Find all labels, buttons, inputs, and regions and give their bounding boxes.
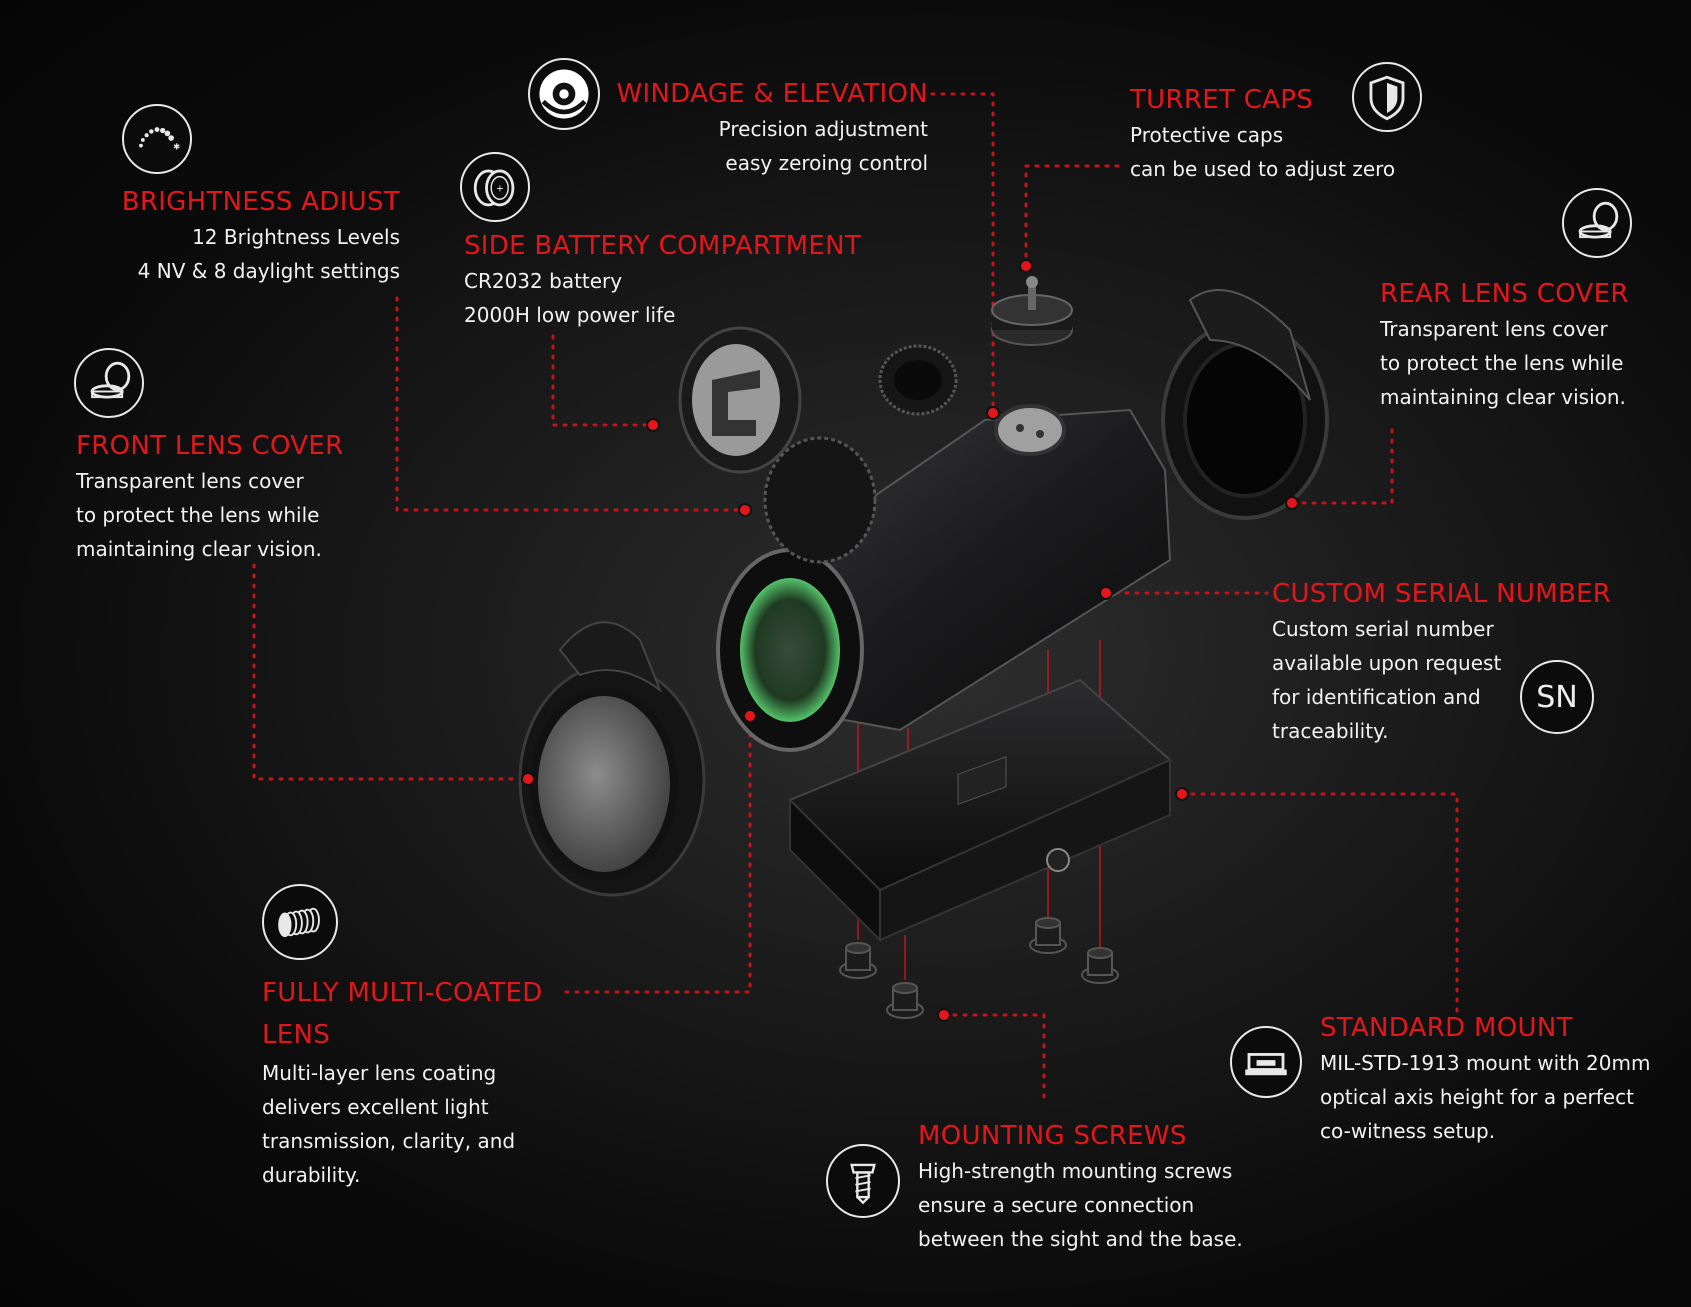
screws-title: MOUNTING SCREWS	[918, 1121, 1187, 1151]
windage-line-2: easy zeroing control	[725, 151, 928, 175]
rear-cover-line-1: Transparent lens cover	[1380, 317, 1608, 341]
feature-battery-compartment: SIDE BATTERY COMPARTMENT CR2032 battery …	[464, 228, 904, 332]
screws-line-2: ensure a secure connection	[918, 1193, 1195, 1217]
front-cover-title: FRONT LENS COVER	[76, 431, 344, 461]
lens-line-4: durability.	[262, 1163, 361, 1187]
turret-caps-line-2: can be used to adjust zero	[1130, 157, 1396, 181]
lens-line-1: Multi-layer lens coating	[262, 1061, 497, 1085]
battery-line-1: CR2032 battery	[464, 269, 623, 293]
flip-cover-icon-front	[74, 348, 144, 418]
battery-title: SIDE BATTERY COMPARTMENT	[464, 231, 862, 261]
feature-mounting-screws: MOUNTING SCREWS High-strength mounting s…	[918, 1118, 1278, 1256]
serial-number-icon-label: SN	[1536, 679, 1578, 715]
front-cover-line-2: to protect the lens while	[76, 503, 320, 527]
lens-line-2: delivers excellent light	[262, 1095, 489, 1119]
serial-line-3: for identification and	[1272, 685, 1481, 709]
mount-base-part	[788, 678, 1172, 943]
serial-line-1: Custom serial number	[1272, 617, 1494, 641]
mount-title: STANDARD MOUNT	[1320, 1013, 1573, 1043]
mount-line-2: optical axis height for a perfect	[1320, 1085, 1634, 1109]
windage-title: WINDAGE & ELEVATION	[616, 79, 928, 109]
callout-dots	[521, 259, 1299, 1022]
small-knurled-cap-part	[878, 344, 958, 416]
rear-cover-line-2: to protect the lens while	[1380, 351, 1624, 375]
feature-brightness: BRIGHTNESS ADIUST 12 Brightness Levels 4…	[80, 184, 400, 288]
serial-line-2: available upon request	[1272, 651, 1502, 675]
mount-line-1: MIL-STD-1913 mount with 20mm	[1320, 1051, 1651, 1075]
front-cover-line-3: maintaining clear vision.	[76, 537, 322, 561]
feature-front-lens-cover: FRONT LENS COVER Transparent lens cover …	[76, 428, 376, 566]
feature-windage-elevation: WINDAGE & ELEVATION Precision adjustment…	[600, 76, 929, 180]
lens-title-line-1: FULLY MULTI-COATED	[262, 978, 543, 1008]
screws-line-1: High-strength mounting screws	[918, 1159, 1233, 1183]
shield-icon	[1352, 62, 1422, 132]
feature-rear-lens-cover: REAR LENS COVER Transparent lens cover t…	[1380, 276, 1680, 414]
rear-lens-cover-part	[1161, 289, 1329, 520]
rail-mount-icon	[1230, 1026, 1302, 1098]
feature-custom-serial-number: CUSTOM SERIAL NUMBER Custom serial numbe…	[1272, 576, 1622, 748]
turret-caps-title: TURRET CAPS	[1130, 85, 1314, 115]
svg-text:✱: ✱	[173, 141, 180, 151]
mount-line-3: co-witness setup.	[1320, 1119, 1496, 1143]
lens-layers-icon	[262, 884, 338, 960]
lens-title-line-2: LENS	[262, 1020, 331, 1050]
serial-number-icon: SN	[1520, 660, 1594, 734]
screws-line-3: between the sight and the base.	[918, 1227, 1243, 1251]
battery-line-2: 2000H low power life	[464, 303, 676, 327]
serial-line-4: traceability.	[1272, 719, 1389, 743]
front-cover-line-1: Transparent lens cover	[76, 469, 304, 493]
brightness-line-2: 4 NV & 8 daylight settings	[137, 259, 400, 283]
turret-caps-line-1: Protective caps	[1130, 123, 1284, 147]
sight-body-part	[716, 404, 1172, 752]
flip-cover-icon-rear	[1562, 188, 1632, 258]
rear-cover-title: REAR LENS COVER	[1380, 279, 1629, 309]
feature-turret-caps: TURRET CAPS Protective caps can be used …	[1130, 82, 1430, 186]
feature-multi-coated-lens: FULLY MULTI-COATED LENS Multi-layer lens…	[262, 972, 582, 1192]
turret-dial-icon	[528, 58, 600, 130]
svg-text:+: +	[496, 184, 504, 195]
screw-icon	[826, 1144, 900, 1218]
brightness-line-1: 12 Brightness Levels	[192, 225, 400, 249]
turret-cap-part	[991, 276, 1073, 346]
coin-battery-icon: +	[460, 152, 530, 222]
leader-lines	[252, 92, 1459, 1107]
serial-title: CUSTOM SERIAL NUMBER	[1272, 579, 1612, 609]
front-lens-cover-part	[518, 621, 706, 897]
windage-line-1: Precision adjustment	[718, 117, 928, 141]
mounting-screws-part	[839, 917, 1119, 1019]
brightness-title: BRIGHTNESS ADIUST	[121, 187, 400, 217]
feature-standard-mount: STANDARD MOUNT MIL-STD-1913 mount with 2…	[1320, 1010, 1680, 1148]
brightness-dial-icon: ✱	[122, 104, 192, 174]
rear-cover-line-3: maintaining clear vision.	[1380, 385, 1626, 409]
battery-cap-part	[678, 326, 802, 474]
lens-line-3: transmission, clarity, and	[262, 1129, 516, 1153]
